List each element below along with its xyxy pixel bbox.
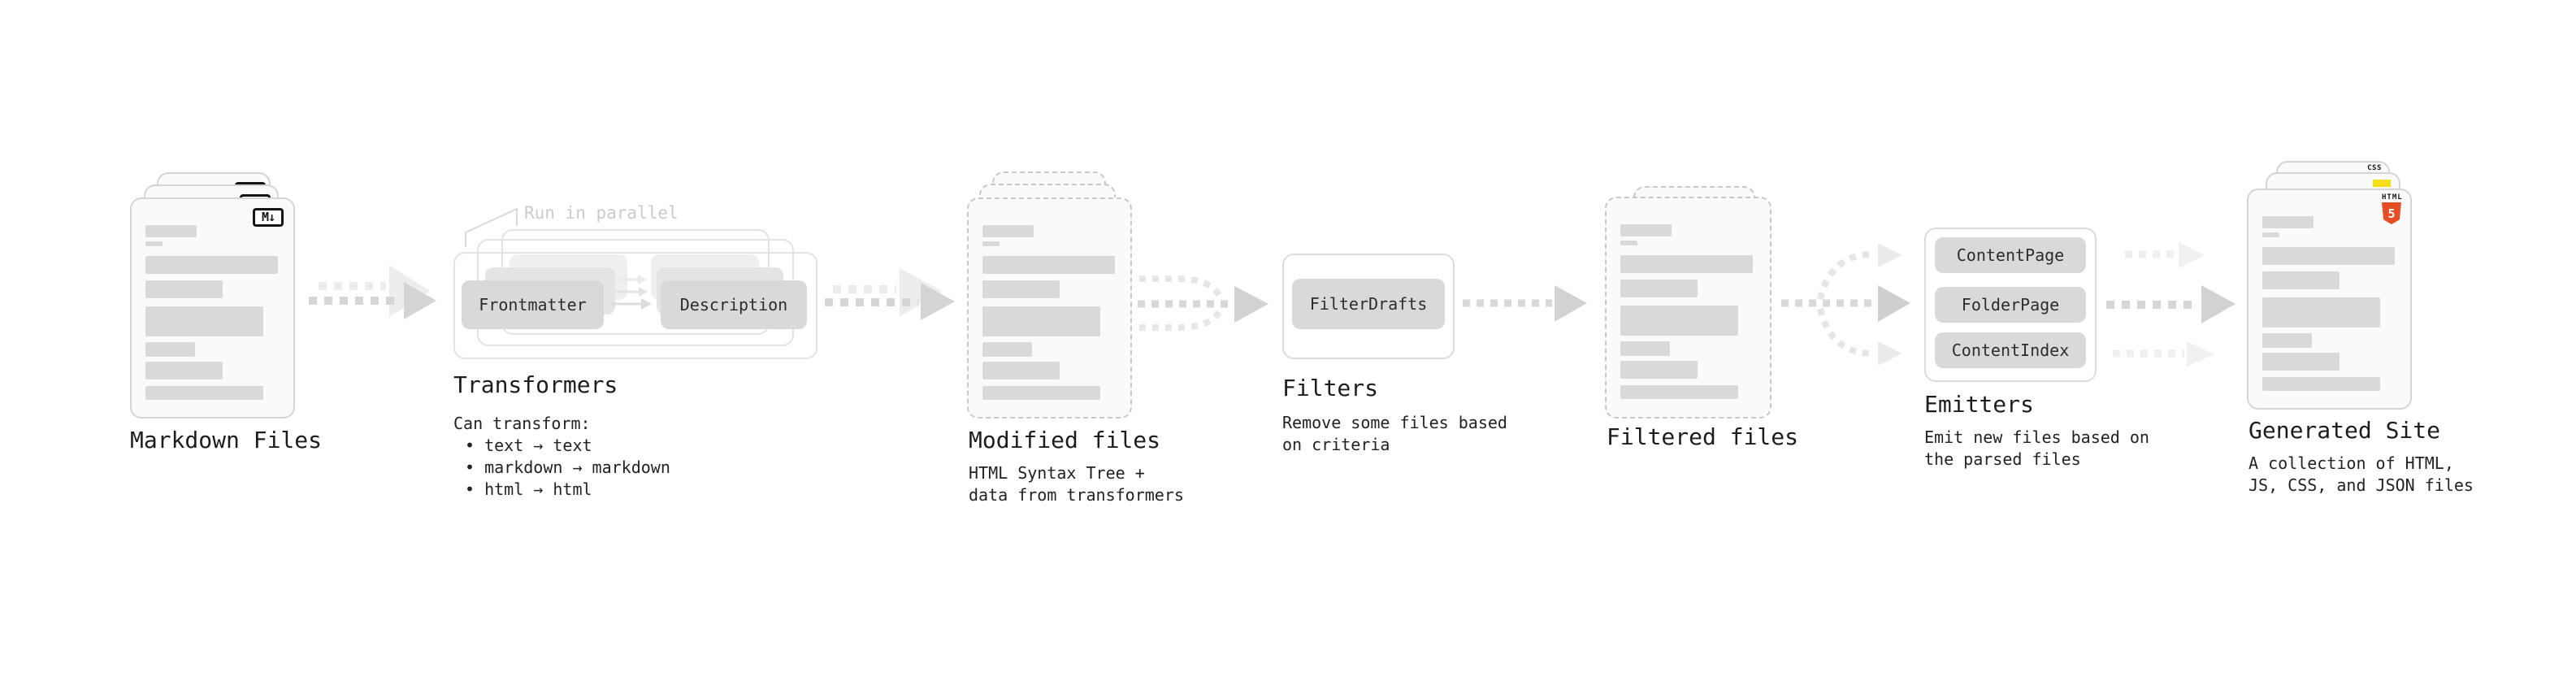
- html5-file-icon: HTML 5: [2382, 193, 2403, 224]
- doc-text-bar: [982, 362, 1060, 380]
- generated-site-title: Generated Site: [2249, 417, 2441, 444]
- transformer-box-front: [453, 252, 817, 359]
- doc-text-bar: [2262, 333, 2312, 348]
- arrow-filtered-to-emitters: [1781, 243, 1910, 366]
- arrow-markdown-to-transformers: [309, 265, 436, 319]
- doc-card-front: HTML 5: [2247, 189, 2412, 410]
- js-file-icon: [2373, 180, 2391, 187]
- transformers-description: Can transform: • text → text • markdown …: [453, 413, 670, 501]
- doc-text-bar: [145, 306, 263, 336]
- doc-text-bar: [2262, 247, 2395, 265]
- transform-bullet: • markdown → markdown: [465, 458, 670, 477]
- markdown-files-title: Markdown Files: [130, 427, 323, 453]
- doc-text-bar: [982, 386, 1100, 400]
- contentindex-pill: ContentIndex: [1935, 332, 2086, 368]
- doc-text-bar: [145, 256, 278, 274]
- arrow-modified-to-filters: [1138, 275, 1268, 331]
- doc-text-bar: [2262, 353, 2340, 371]
- doc-card-front: M↓: [130, 197, 295, 419]
- html5-shield: 5: [2382, 202, 2401, 224]
- doc-text-bar: [982, 241, 1000, 246]
- doc-text-bar: [145, 225, 197, 237]
- subtitle-line: HTML Syntax Tree +: [969, 463, 1145, 483]
- doc-text-bar: [2262, 377, 2380, 391]
- doc-text-bar: [1620, 255, 1753, 273]
- doc-text-bar: [1620, 306, 1738, 336]
- filtered-files-title: Filtered files: [1607, 423, 1799, 450]
- html5-icon-label: HTML: [2382, 193, 2403, 202]
- doc-text-bar: [145, 386, 263, 400]
- subtitle-line: A collection of HTML,: [2249, 453, 2454, 473]
- subtitle-line: data from transformers: [969, 485, 1184, 505]
- doc-text-bar: [982, 306, 1100, 336]
- transformers-title: Transformers: [453, 371, 618, 398]
- subtitle-line: Remove some files based: [1282, 413, 1507, 432]
- subtitle-line: Emit new files based on: [1924, 427, 2149, 447]
- doc-text-bar: [1620, 280, 1698, 297]
- description-pill: Description: [661, 280, 807, 329]
- run-in-parallel-leader-line: [465, 207, 518, 247]
- subtitle-line: the parsed files: [1924, 449, 2081, 469]
- doc-card-front: [1605, 197, 1772, 419]
- doc-text-bar: [145, 342, 195, 357]
- can-transform-heading: Can transform:: [453, 414, 591, 433]
- emitters-title: Emitters: [1924, 391, 2034, 418]
- doc-text-bar: [145, 362, 223, 380]
- doc-text-bar: [982, 225, 1034, 237]
- arrow-filters-to-filtered: [1463, 285, 1587, 322]
- doc-text-bar: [145, 280, 223, 298]
- subtitle-line: on criteria: [1282, 435, 1390, 454]
- frontmatter-pill: Frontmatter: [462, 280, 604, 329]
- filterdrafts-pill: FilterDrafts: [1292, 279, 1445, 329]
- contentpage-pill: ContentPage: [1935, 237, 2086, 273]
- doc-text-bar: [2262, 232, 2279, 237]
- doc-text-bar: [2262, 297, 2380, 327]
- subtitle-line: JS, CSS, and JSON files: [2249, 475, 2474, 495]
- doc-text-bar: [1620, 224, 1672, 236]
- emitters-subtitle: Emit new files based on the parsed files: [1924, 427, 2149, 471]
- doc-text-bar: [982, 256, 1115, 274]
- html5-number: 5: [2387, 206, 2396, 221]
- modified-files-subtitle: HTML Syntax Tree + data from transformer…: [969, 462, 1184, 506]
- markdown-icon: M↓: [253, 208, 284, 227]
- doc-card-front: [967, 197, 1132, 419]
- css-icon-label: CSS: [2367, 164, 2382, 172]
- arrow-transformers-to-modified: [825, 268, 955, 320]
- doc-text-bar: [2262, 216, 2314, 228]
- doc-text-bar: [145, 241, 163, 246]
- run-in-parallel-annotation: Run in parallel: [524, 203, 679, 223]
- doc-text-bar: [1620, 341, 1670, 356]
- transform-bullet: • html → html: [465, 479, 592, 499]
- doc-text-bar: [1620, 241, 1637, 245]
- modified-files-title: Modified files: [969, 427, 1161, 453]
- doc-text-bar: [2262, 271, 2340, 289]
- doc-text-bar: [982, 280, 1060, 298]
- filters-title: Filters: [1282, 375, 1379, 401]
- folderpage-pill: FolderPage: [1935, 287, 2086, 323]
- doc-text-bar: [1620, 385, 1738, 399]
- generated-site-subtitle: A collection of HTML, JS, CSS, and JSON …: [2249, 453, 2474, 497]
- filters-subtitle: Remove some files based on criteria: [1282, 412, 1507, 456]
- doc-text-bar: [1620, 361, 1698, 379]
- arrow-emitters-to-site: [2106, 242, 2236, 367]
- transform-bullet: • text → text: [465, 436, 592, 455]
- doc-text-bar: [982, 342, 1032, 357]
